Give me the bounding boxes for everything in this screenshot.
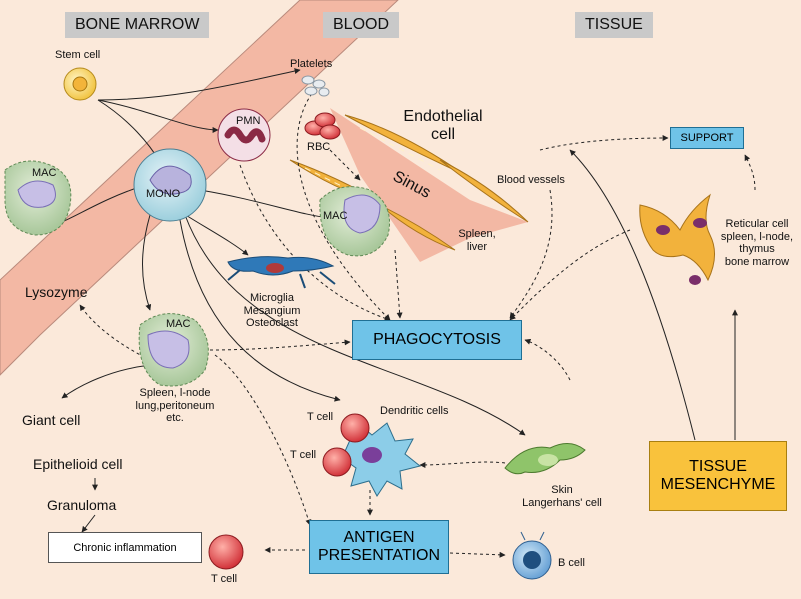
langerhans-graphic [504,443,586,475]
microglia-label: Microglia Mesangium Osteoclast [232,292,312,330]
langerhans-line: Langerhans' cell [522,496,602,509]
endothelial-line-1: Endothelial [403,108,483,125]
stem-cell-graphic [63,67,97,101]
lysozyme-label: Lysozyme [25,284,88,300]
antigen-line-2: PRESENTATION [317,547,441,564]
mono-label: MONO [146,188,181,200]
stem-cell-label: Stem cell [55,49,101,61]
platelets-graphic [301,75,330,97]
mac-left-graphic [4,160,72,236]
blood-vessel-band [0,0,399,376]
reticular-line-1: Reticular cell [725,218,789,230]
spleen-lnode-line-3: etc. [166,412,184,425]
mono-graphic [133,148,207,222]
epithelioid-cell-label: Epithelioid cell [33,456,123,472]
chronic-inflammation-box: Chronic inflammation [48,532,202,563]
phagocytosis-box: PHAGOCYTOSIS [352,320,522,360]
reticular-cell-label: Reticular cell spleen, l-node, thymus bo… [712,218,801,269]
spleen-liver-label: Spleen, liver [452,228,502,253]
tissue-mesenchyme-line-2: MESENCHYME [660,476,776,493]
reticular-cells-graphic [639,193,715,285]
granuloma-label: Granuloma [47,497,117,513]
dendritic-cell-graphic [341,422,422,497]
support-box: SUPPORT [670,127,744,149]
spleen-liver-line-1: Spleen, [458,228,496,240]
spleen-liver-line-2: liver [466,240,488,253]
antigen-line-1: ANTIGEN [343,529,415,546]
platelets-label: Platelets [290,58,333,70]
t-cell-bottom-label: T cell [211,573,238,585]
rbc-graphic [304,112,341,140]
rbc-label: RBC [307,141,331,153]
b-cell-graphic [512,531,552,580]
header-bone-marrow: BONE MARROW [65,12,210,38]
reticular-line-4: bone marrow [724,255,790,268]
microglia-line-1: Microglia [249,292,294,304]
spleen-lnode-line-2: lung,peritoneum [135,399,215,412]
header-blood: BLOOD [323,12,400,38]
support-label: SUPPORT [680,132,734,144]
tissue-mesenchyme-box: TISSUE MESENCHYME [649,441,787,511]
skin-line: Skin [551,484,573,496]
mac-tissue-label: MAC [166,318,191,330]
spleen-lnode-line-1: Spleen, l-node [139,387,211,399]
header-tissue: TISSUE [575,12,653,38]
phagocytosis-label: PHAGOCYTOSIS [373,331,501,348]
b-cell-label: B cell [558,557,585,569]
giant-cell-label: Giant cell [22,412,81,428]
microglia-line-2: Mesangium [243,304,301,317]
arrows-solid [54,68,738,533]
blood-vessels-label: Blood vessels [497,174,565,186]
antigen-presentation-box: ANTIGEN PRESENTATION [309,520,449,574]
microglia-line-3: Osteoclast [246,317,298,330]
endothelial-line-2: cell [430,126,455,144]
reticular-line-3: thymus [739,243,775,256]
t-cells-graphic [208,413,370,570]
mac-blood-label: MAC [323,210,348,222]
reticular-line-2: spleen, l-node, [720,230,794,243]
pmn-label: PMN [236,115,261,127]
tissue-mesenchyme-line-1: TISSUE [689,458,747,475]
spleen-lnode-label: Spleen, l-node lung,peritoneum etc. [120,387,230,425]
microglia-graphic [227,256,336,289]
mac-left-label: MAC [32,167,57,179]
t-cell-top-label: T cell [307,411,334,423]
endothelial-label: Endothelial cell [393,108,493,145]
pmn-graphic [217,108,271,162]
mac-blood-graphic [319,186,390,257]
chronic-inflammation-label: Chronic inflammation [73,541,177,554]
sinus-region [330,108,528,262]
mac-tissue-graphic [138,313,209,387]
dendritic-cells-label: Dendritic cells [380,405,449,417]
langerhans-label: Skin Langerhans' cell [512,484,612,509]
t-cell-mid-label: T cell [290,449,317,461]
